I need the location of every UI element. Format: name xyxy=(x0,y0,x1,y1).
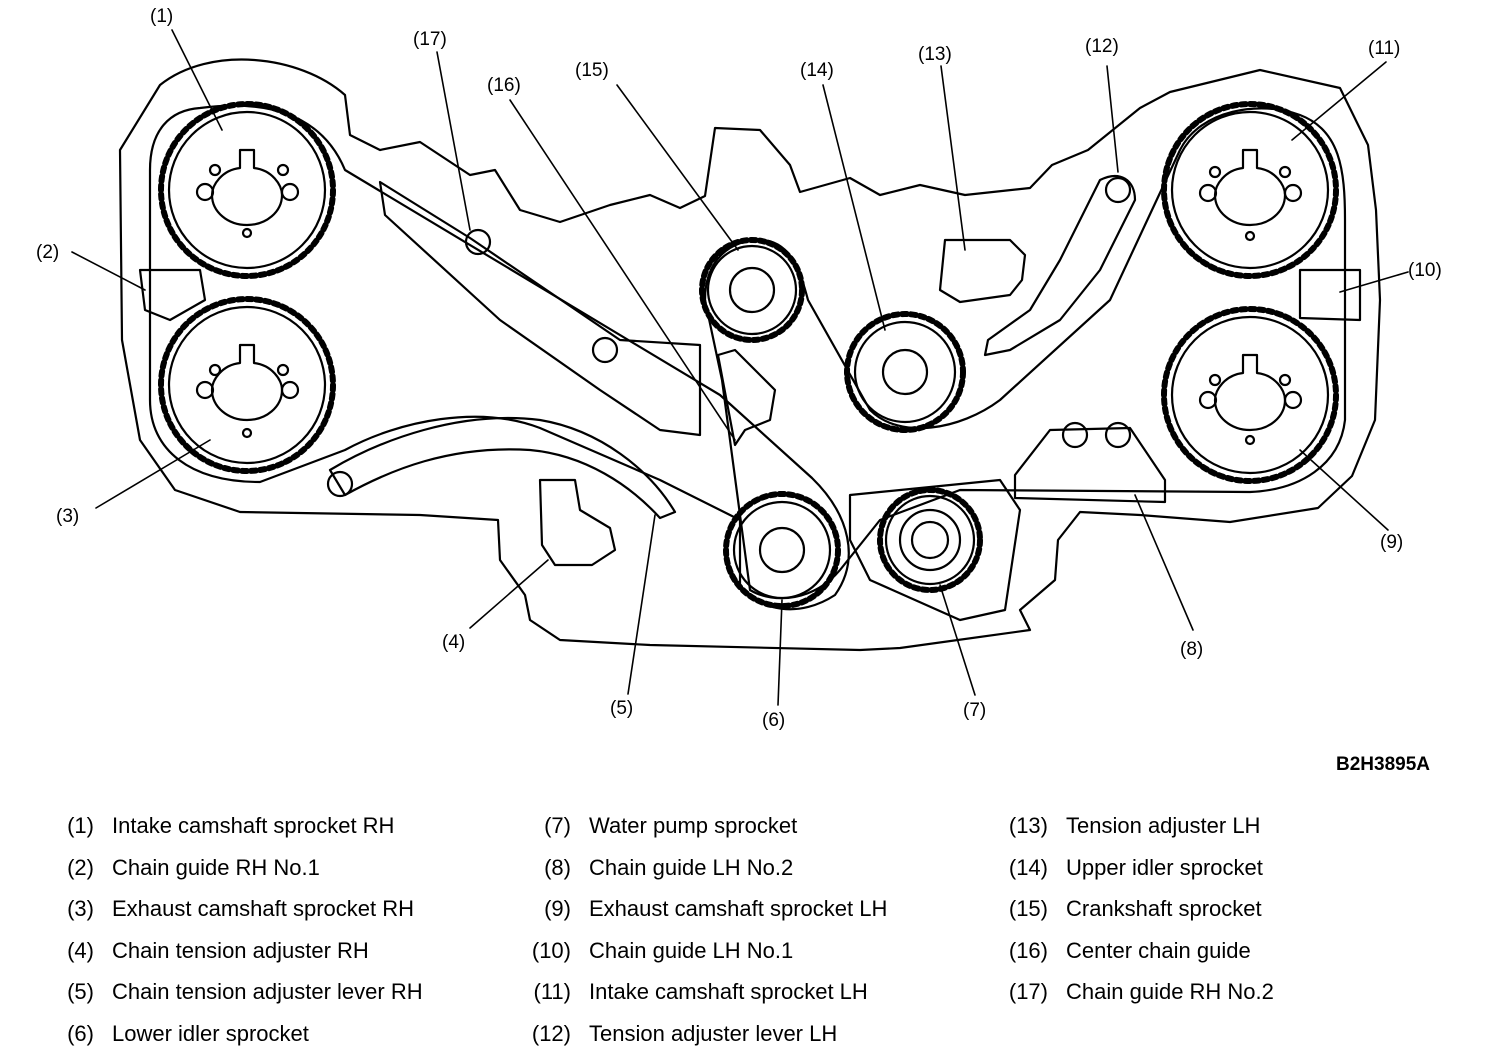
legend-label: Upper idler sprocket xyxy=(1066,854,1263,880)
crankshaft-sprocket-outer xyxy=(699,237,805,343)
chain-guide-rh-no2 xyxy=(378,180,702,437)
legend-label: Exhaust camshaft sprocket RH xyxy=(112,896,415,921)
callout-8: (8) xyxy=(1180,639,1203,660)
leader-lines xyxy=(71,29,1409,706)
callout-15: (15) xyxy=(575,60,609,81)
legend-num: (1) xyxy=(67,813,94,838)
water-pump-sprocket-outer xyxy=(877,487,983,593)
legend-num: (10) xyxy=(531,937,571,963)
crankshaft-hub xyxy=(728,266,776,314)
legend-label: Tension adjuster lever LH xyxy=(589,1020,838,1046)
chain-tension-adjuster-rh xyxy=(538,478,617,567)
legend-label: Exhaust camshaft sprocket LH xyxy=(589,896,888,921)
crankshaft-sprocket xyxy=(706,244,798,336)
callout-9: (9) xyxy=(1380,532,1403,553)
upper-idler-hub xyxy=(881,348,929,396)
callout-17: (17) xyxy=(413,29,447,50)
legend-label: Crankshaft sprocket xyxy=(1066,896,1262,921)
chain-guide-rh-no1 xyxy=(138,268,207,322)
callout-16: (16) xyxy=(487,75,521,96)
chain-guide-lh-no1 xyxy=(1298,268,1362,322)
callout-14: (14) xyxy=(800,60,834,81)
legend-label: Lower idler sprocket xyxy=(112,1020,309,1046)
intake-cam-sprocket-rh-outer xyxy=(158,101,336,279)
legend-label: Chain tension adjuster lever RH xyxy=(112,979,423,1004)
legend-num: (17) xyxy=(1008,979,1048,1004)
exhaust-cam-sprocket-rh-outer xyxy=(158,296,336,474)
guide-lh-no2-bolt-1 xyxy=(1061,421,1089,449)
legend-num: (14) xyxy=(1008,854,1048,880)
legend-label: Intake camshaft sprocket LH xyxy=(589,979,868,1004)
legend-label: Center chain guide xyxy=(1066,937,1251,963)
legend-num: (15) xyxy=(1008,896,1048,921)
water-pump-housing xyxy=(848,478,1022,622)
legend-num: (11) xyxy=(533,979,572,1004)
intake-cam-sprocket-lh-outer xyxy=(1161,101,1339,279)
legend-num: (13) xyxy=(1008,813,1048,838)
legend-label: Chain guide LH No.2 xyxy=(589,854,794,880)
intake-cam-sprocket-lh xyxy=(1170,110,1330,270)
callout-3: (3) xyxy=(56,506,79,527)
lower-idler-sprocket xyxy=(732,500,832,600)
cam-keyway-group xyxy=(195,148,1303,446)
callout-12: (12) xyxy=(1085,36,1119,57)
callout-1: (1) xyxy=(150,6,173,27)
callout-10: (10) xyxy=(1408,260,1442,281)
lever-lh-pivot xyxy=(1104,176,1132,204)
timing-chain-rh xyxy=(148,104,850,611)
legend-label: Chain tension adjuster RH xyxy=(112,937,369,963)
legend-num: (7) xyxy=(544,813,571,838)
timing-chain-center xyxy=(703,107,1347,600)
tension-adjuster-lh xyxy=(938,238,1027,304)
upper-idler-sprocket-outer xyxy=(844,311,966,433)
lower-idler-hub xyxy=(758,526,806,574)
chain-guide-lh-no2 xyxy=(1013,426,1167,504)
intake-cam-sprocket-rh xyxy=(167,110,327,270)
timing-chain-diagram: (1) (2) (3) (4) (5) (6) (7) (8) (9) (10)… xyxy=(36,6,1442,731)
legend-num: (2) xyxy=(67,854,94,880)
exhaust-cam-sprocket-lh-outer xyxy=(1161,306,1339,484)
lower-idler-sprocket-outer xyxy=(723,491,841,609)
legend-num: (5) xyxy=(67,979,94,1004)
tension-adjuster-lever-lh xyxy=(983,174,1137,357)
center-guide-bolt xyxy=(591,336,619,364)
lever-rh-pivot xyxy=(326,470,354,498)
callout-4: (4) xyxy=(442,632,465,653)
legend-label: Chain guide RH No.2 xyxy=(1066,979,1274,1004)
exhaust-cam-sprocket-lh xyxy=(1170,315,1330,475)
center-chain-guide xyxy=(716,348,777,447)
callout-6: (6) xyxy=(762,710,785,731)
water-pump-hub-2 xyxy=(910,520,950,560)
callout-7: (7) xyxy=(963,700,986,721)
legend-num: (9) xyxy=(544,896,571,921)
legend-label: Chain guide RH No.1 xyxy=(112,854,320,880)
legend-num: (16) xyxy=(1008,937,1048,963)
legend-num: (4) xyxy=(67,937,94,963)
exhaust-cam-sprocket-rh xyxy=(167,305,327,465)
parts-legend: (1) Intake camshaft sprocket RH (2) Chain … xyxy=(0,812,1504,1062)
legend-num: (3) xyxy=(67,896,94,921)
legend-label: Water pump sprocket xyxy=(589,813,798,838)
engine-cover-outline xyxy=(118,58,1382,652)
water-pump-sprocket xyxy=(884,494,976,586)
guide-lh-no2-bolt-2 xyxy=(1104,421,1132,449)
chain-guide-rh-no2-bolt xyxy=(464,228,492,256)
callout-13: (13) xyxy=(918,44,952,65)
upper-idler-sprocket xyxy=(853,320,957,424)
legend-num: (6) xyxy=(67,1020,94,1046)
figure-code: B2H3895A xyxy=(1336,754,1430,775)
callout-5: (5) xyxy=(610,698,633,719)
callout-11: (11) xyxy=(1368,38,1400,59)
legend-label: Tension adjuster LH xyxy=(1066,813,1261,838)
legend-label: Chain guide LH No.1 xyxy=(589,937,794,963)
legend-num: (8) xyxy=(544,854,571,880)
legend-label: Intake camshaft sprocket RH xyxy=(112,813,395,838)
callout-2: (2) xyxy=(36,242,59,263)
water-pump-hub-1 xyxy=(898,508,962,572)
legend-num: (12) xyxy=(531,1020,571,1046)
chain-tension-adjuster-lever-rh xyxy=(328,416,677,520)
